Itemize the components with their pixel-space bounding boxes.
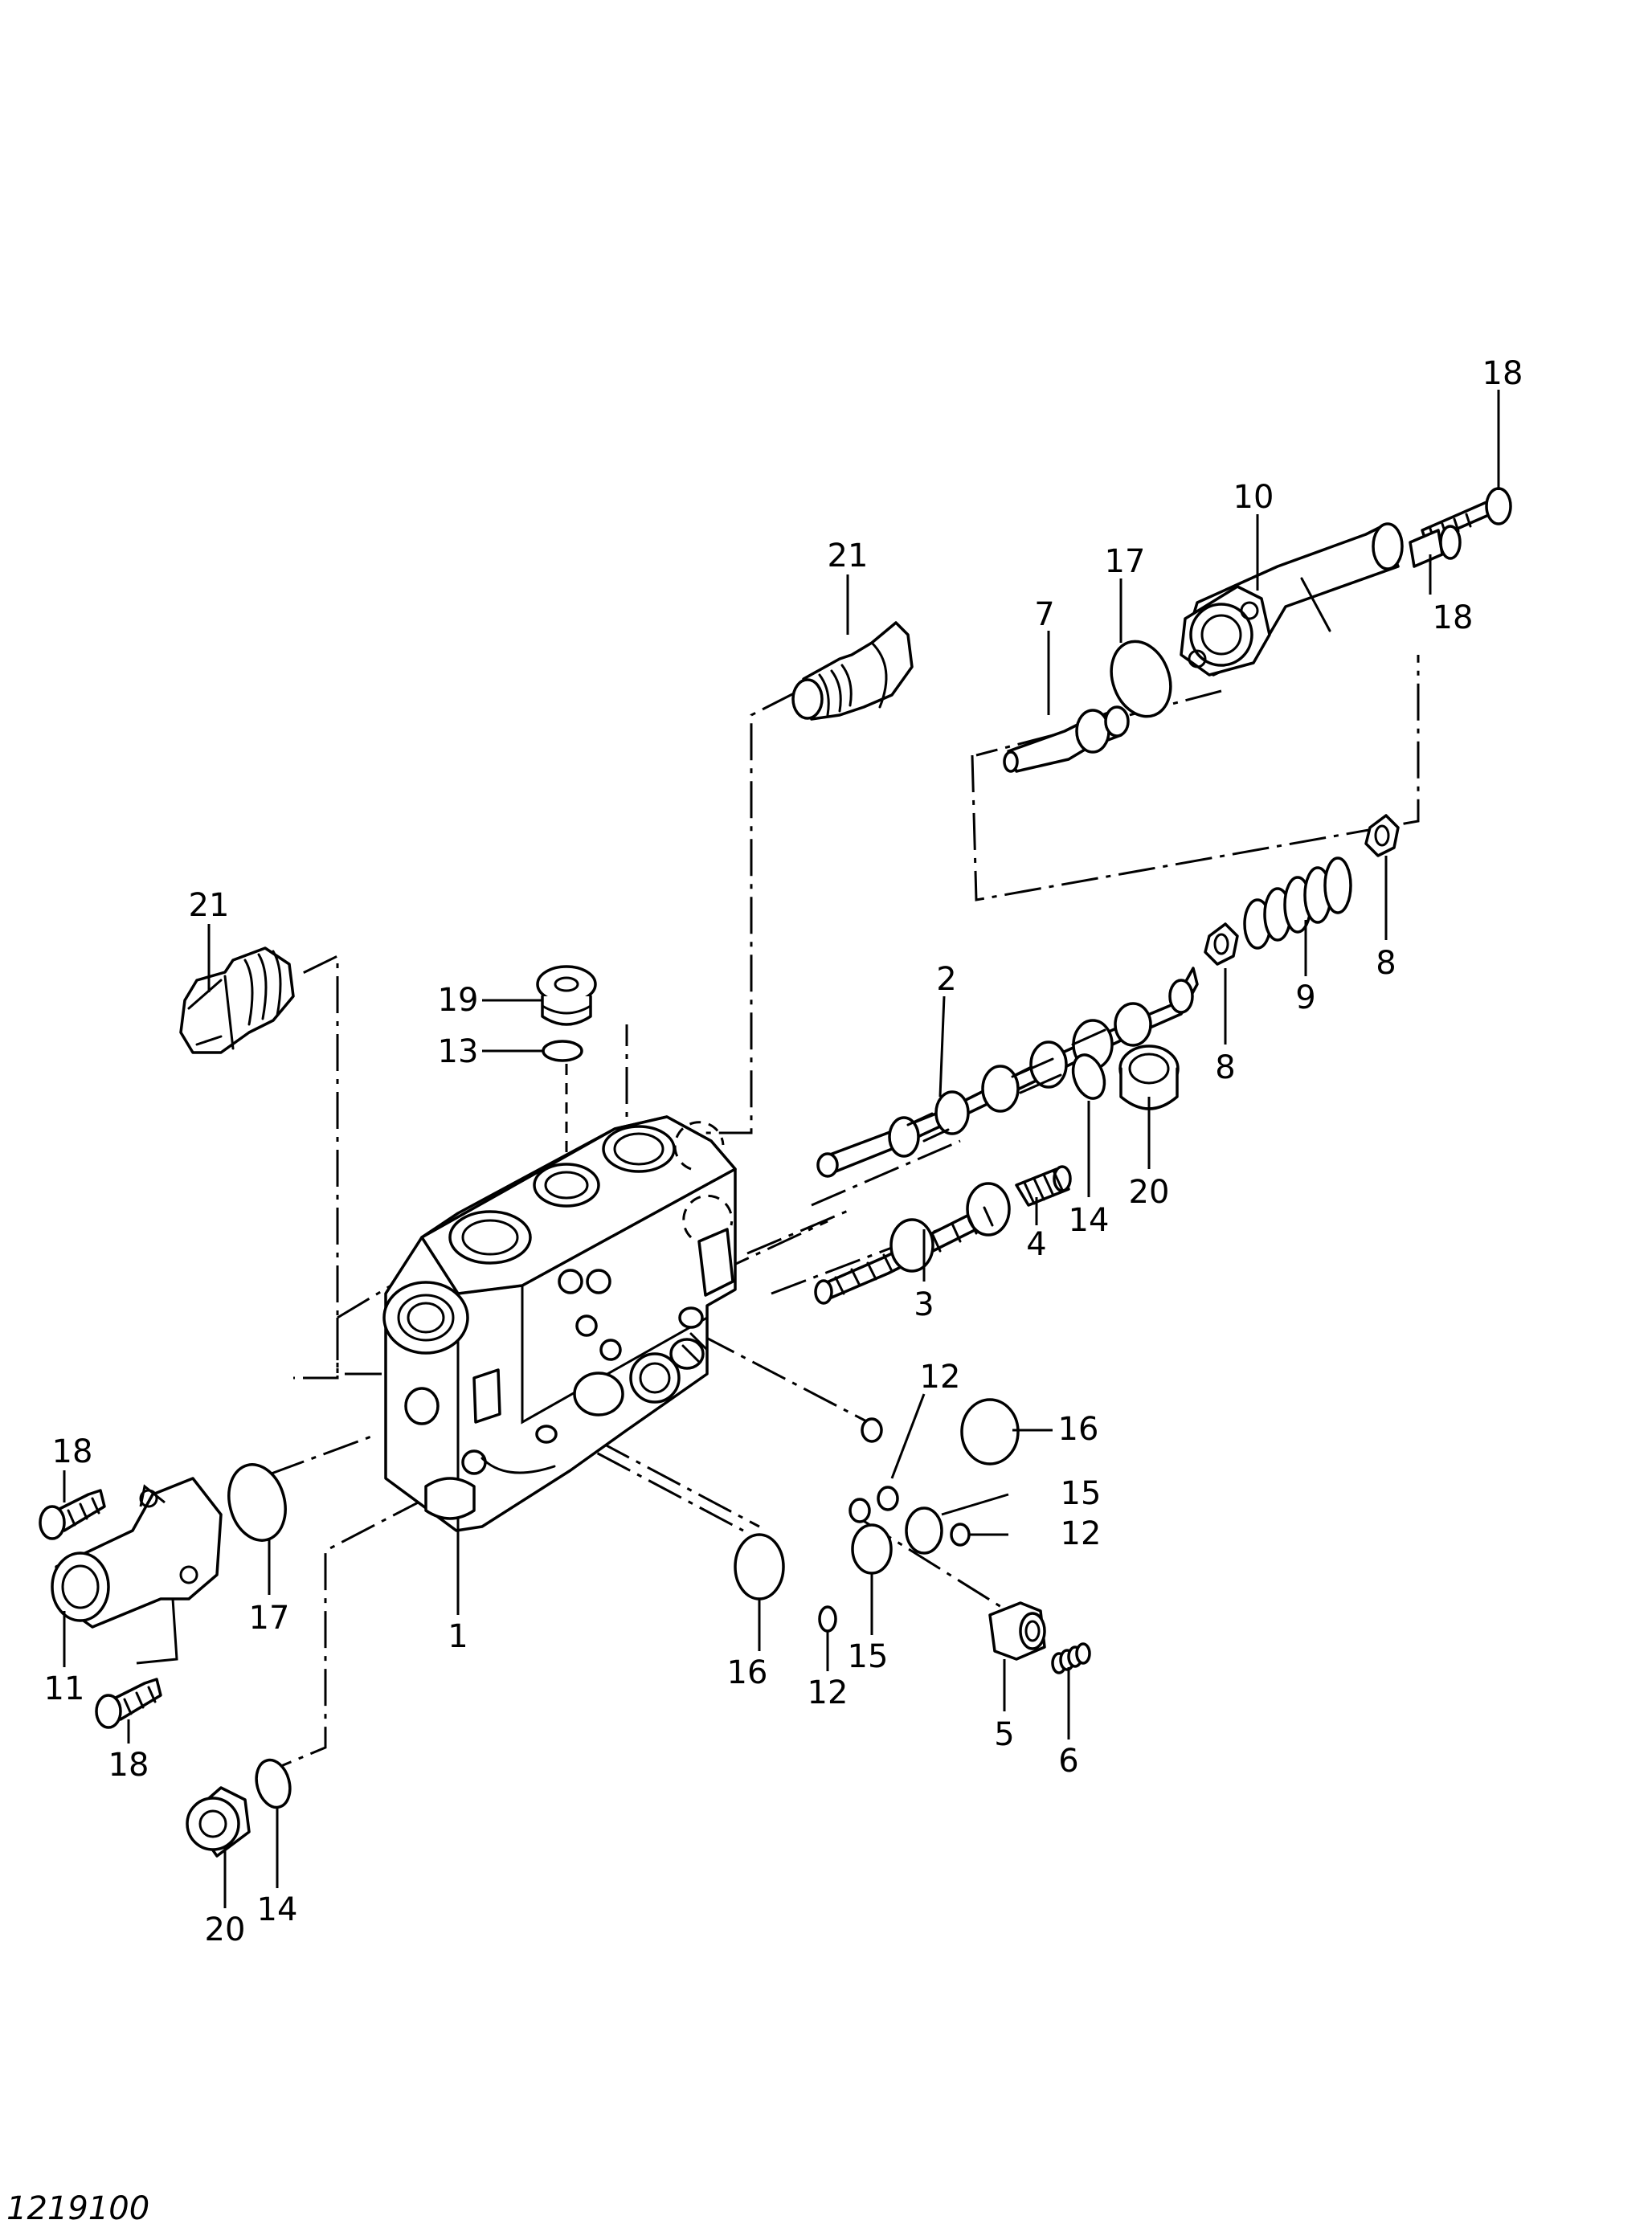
plug-19 bbox=[536, 965, 597, 1026]
callout-21-top: 21 bbox=[828, 538, 869, 574]
callout-leaders bbox=[63, 390, 1500, 1908]
callout-15-right: 15 bbox=[1061, 1475, 1102, 1512]
callout-3: 3 bbox=[914, 1286, 934, 1323]
cap-11 bbox=[51, 1477, 223, 1665]
plug-5 bbox=[988, 1601, 1046, 1661]
main-spool bbox=[816, 967, 1199, 1178]
callout-12-top: 12 bbox=[920, 1359, 961, 1396]
callout-14-left: 14 bbox=[257, 1891, 298, 1928]
retainer-8-left bbox=[1204, 922, 1239, 966]
callout-18-left-top: 18 bbox=[52, 1433, 93, 1470]
callout-7: 7 bbox=[1034, 596, 1054, 633]
plug-20-left bbox=[186, 1786, 251, 1858]
plug-20-right bbox=[1118, 1045, 1180, 1110]
plug-21-left bbox=[179, 946, 295, 1054]
callout-18-right: 18 bbox=[1433, 599, 1474, 636]
callout-20-right: 20 bbox=[1129, 1174, 1170, 1211]
callout-15-lower: 15 bbox=[848, 1638, 889, 1675]
drawing-code: 1219100 bbox=[6, 2190, 149, 2227]
piston-7 bbox=[1003, 705, 1130, 773]
callout-13: 13 bbox=[438, 1033, 479, 1070]
callout-20-left: 20 bbox=[205, 1911, 246, 1948]
bolt-18-left-bottom bbox=[95, 1678, 162, 1729]
callout-12-lower: 12 bbox=[808, 1674, 848, 1711]
o-rings bbox=[227, 640, 1172, 1809]
callout-9: 9 bbox=[1295, 979, 1315, 1016]
callout-2: 2 bbox=[936, 961, 956, 998]
callout-11: 11 bbox=[44, 1670, 85, 1707]
callout-14-right: 14 bbox=[1069, 1202, 1110, 1239]
callout-18-top: 18 bbox=[1482, 355, 1523, 392]
plug-21-top bbox=[791, 621, 914, 721]
callout-8-right: 8 bbox=[1376, 945, 1396, 982]
callout-1: 1 bbox=[448, 1618, 468, 1655]
callout-17-top: 17 bbox=[1105, 543, 1146, 580]
check-spool bbox=[814, 1182, 1011, 1305]
callout-5: 5 bbox=[994, 1716, 1014, 1753]
spring-6 bbox=[1051, 1642, 1091, 1674]
callout-17-left: 17 bbox=[249, 1600, 290, 1637]
callout-4: 4 bbox=[1026, 1226, 1046, 1263]
retainer-8-right bbox=[1364, 814, 1400, 857]
callout-12-right: 12 bbox=[1061, 1515, 1102, 1552]
callout-10: 10 bbox=[1233, 479, 1274, 516]
callout-8-left: 8 bbox=[1215, 1049, 1235, 1086]
bolt-18-left-top bbox=[39, 1489, 106, 1540]
cap-10 bbox=[1180, 522, 1404, 677]
valve-body bbox=[382, 1115, 737, 1532]
callout-16-lower: 16 bbox=[727, 1654, 768, 1691]
bolt-18-top-right bbox=[1409, 525, 1462, 568]
assembly-lines bbox=[268, 655, 1420, 1769]
callout-19: 19 bbox=[438, 982, 479, 1019]
callout-18-left-bottom: 18 bbox=[108, 1747, 149, 1784]
callout-6: 6 bbox=[1058, 1743, 1078, 1780]
callout-21-left: 21 bbox=[189, 887, 230, 924]
spring-9 bbox=[1243, 856, 1352, 950]
callout-labels: 18 10 18 17 7 21 21 19 13 2 8 9 8 20 14 … bbox=[44, 355, 1523, 1948]
spring-sleeve bbox=[1015, 1165, 1072, 1207]
callout-16-right: 16 bbox=[1058, 1411, 1099, 1448]
